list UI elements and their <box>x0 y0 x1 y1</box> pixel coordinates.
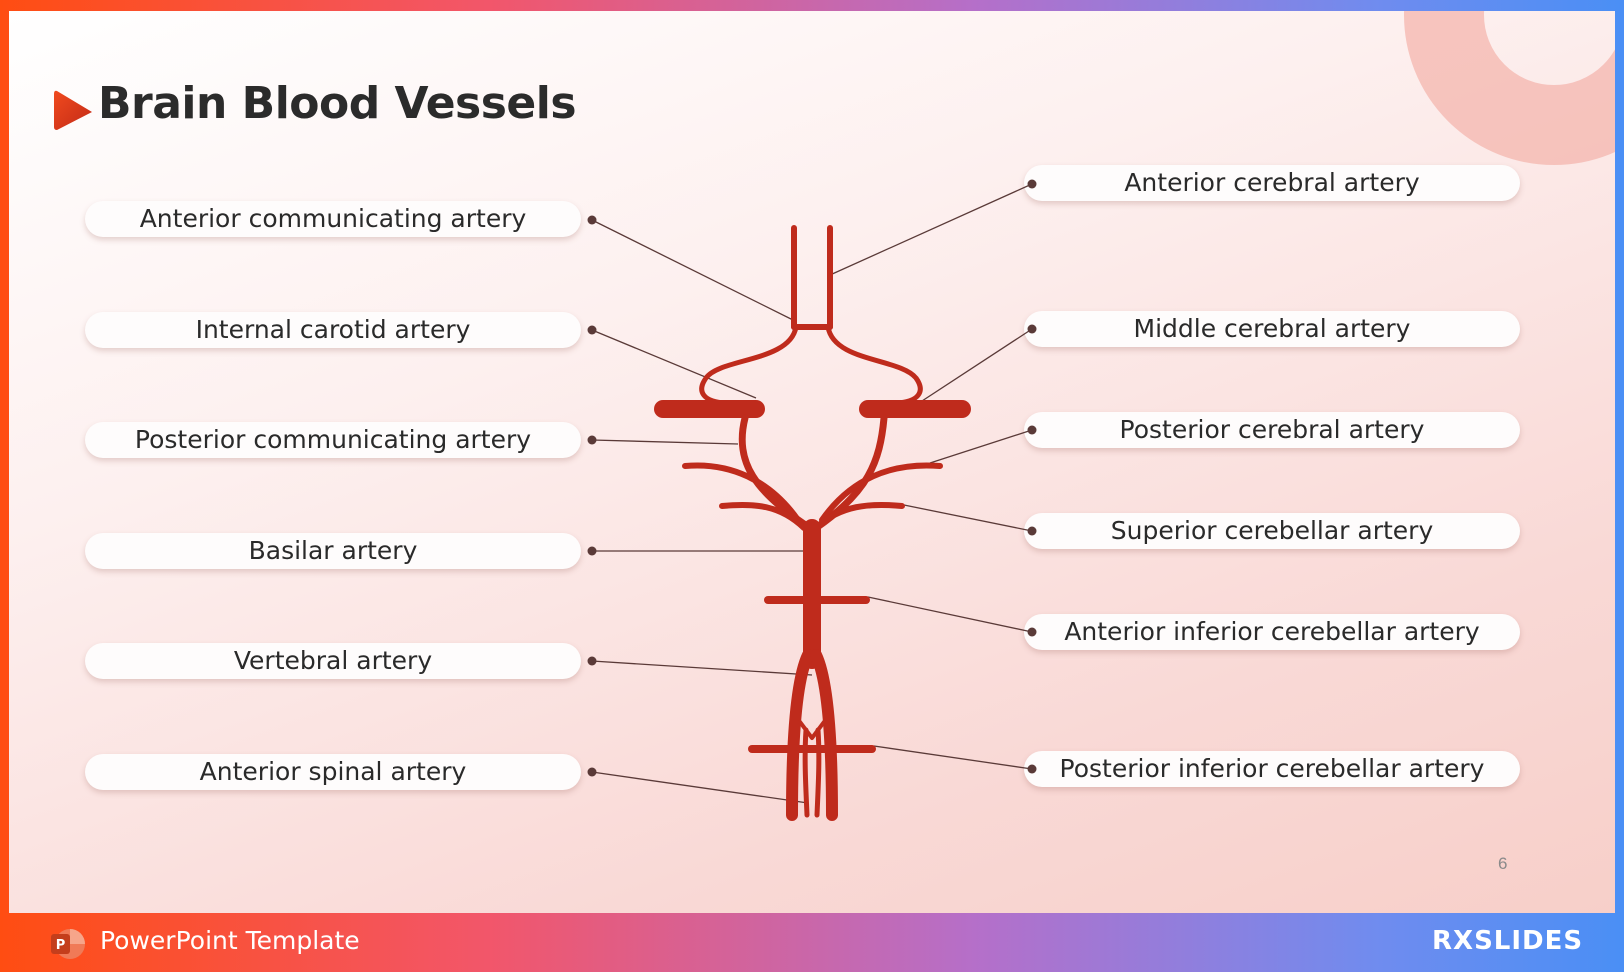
label-anterior-spinal-artery: Anterior spinal artery <box>85 754 581 790</box>
leader-vertebral <box>591 660 813 676</box>
svg-text:P: P <box>56 938 66 953</box>
leader-posterior-communicating <box>591 439 739 445</box>
label-superior-cerebellar-artery: Superior cerebellar artery <box>1024 513 1520 549</box>
powerpoint-icon: P <box>51 929 85 959</box>
leader-anterior-spinal <box>591 771 809 804</box>
leader-superior-cerebellar <box>903 504 1033 532</box>
leader-dots <box>587 179 1037 777</box>
leader-posterior-inferior-cerebellar <box>873 745 1033 770</box>
page-number: 6 <box>1498 854 1508 873</box>
leader-posterior-cerebral <box>929 429 1033 464</box>
label-posterior-inferior-cerebellar-artery: Posterior inferior cerebellar artery <box>1024 751 1520 787</box>
leader-anterior-inferior-cerebellar <box>867 596 1033 633</box>
label-basilar-artery: Basilar artery <box>85 533 581 569</box>
label-anterior-cerebral-artery: Anterior cerebral artery <box>1024 165 1520 201</box>
footer-template-label: PowerPoint Template <box>100 926 360 955</box>
artery-tree <box>654 225 971 821</box>
label-anterior-inferior-cerebellar-artery: Anterior inferior cerebellar artery <box>1024 614 1520 650</box>
label-posterior-communicating-artery: Posterior communicating artery <box>85 422 581 458</box>
page-title: Brain Blood Vessels <box>98 78 577 129</box>
label-anterior-communicating-artery: Anterior communicating artery <box>85 201 581 237</box>
leader-internal-carotid <box>591 329 757 399</box>
leader-middle-cerebral <box>921 328 1033 402</box>
label-middle-cerebral-artery: Middle cerebral artery <box>1024 311 1520 347</box>
rxslides-logo: RXSLIDES <box>1432 926 1584 956</box>
label-posterior-cerebral-artery: Posterior cerebral artery <box>1024 412 1520 448</box>
play-triangle-icon <box>54 90 92 130</box>
leader-lines <box>591 183 1033 804</box>
leader-anterior-cerebral <box>829 183 1033 276</box>
label-internal-carotid-artery: Internal carotid artery <box>85 312 581 348</box>
label-vertebral-artery: Vertebral artery <box>85 643 581 679</box>
leader-anterior-communicating <box>591 219 794 321</box>
